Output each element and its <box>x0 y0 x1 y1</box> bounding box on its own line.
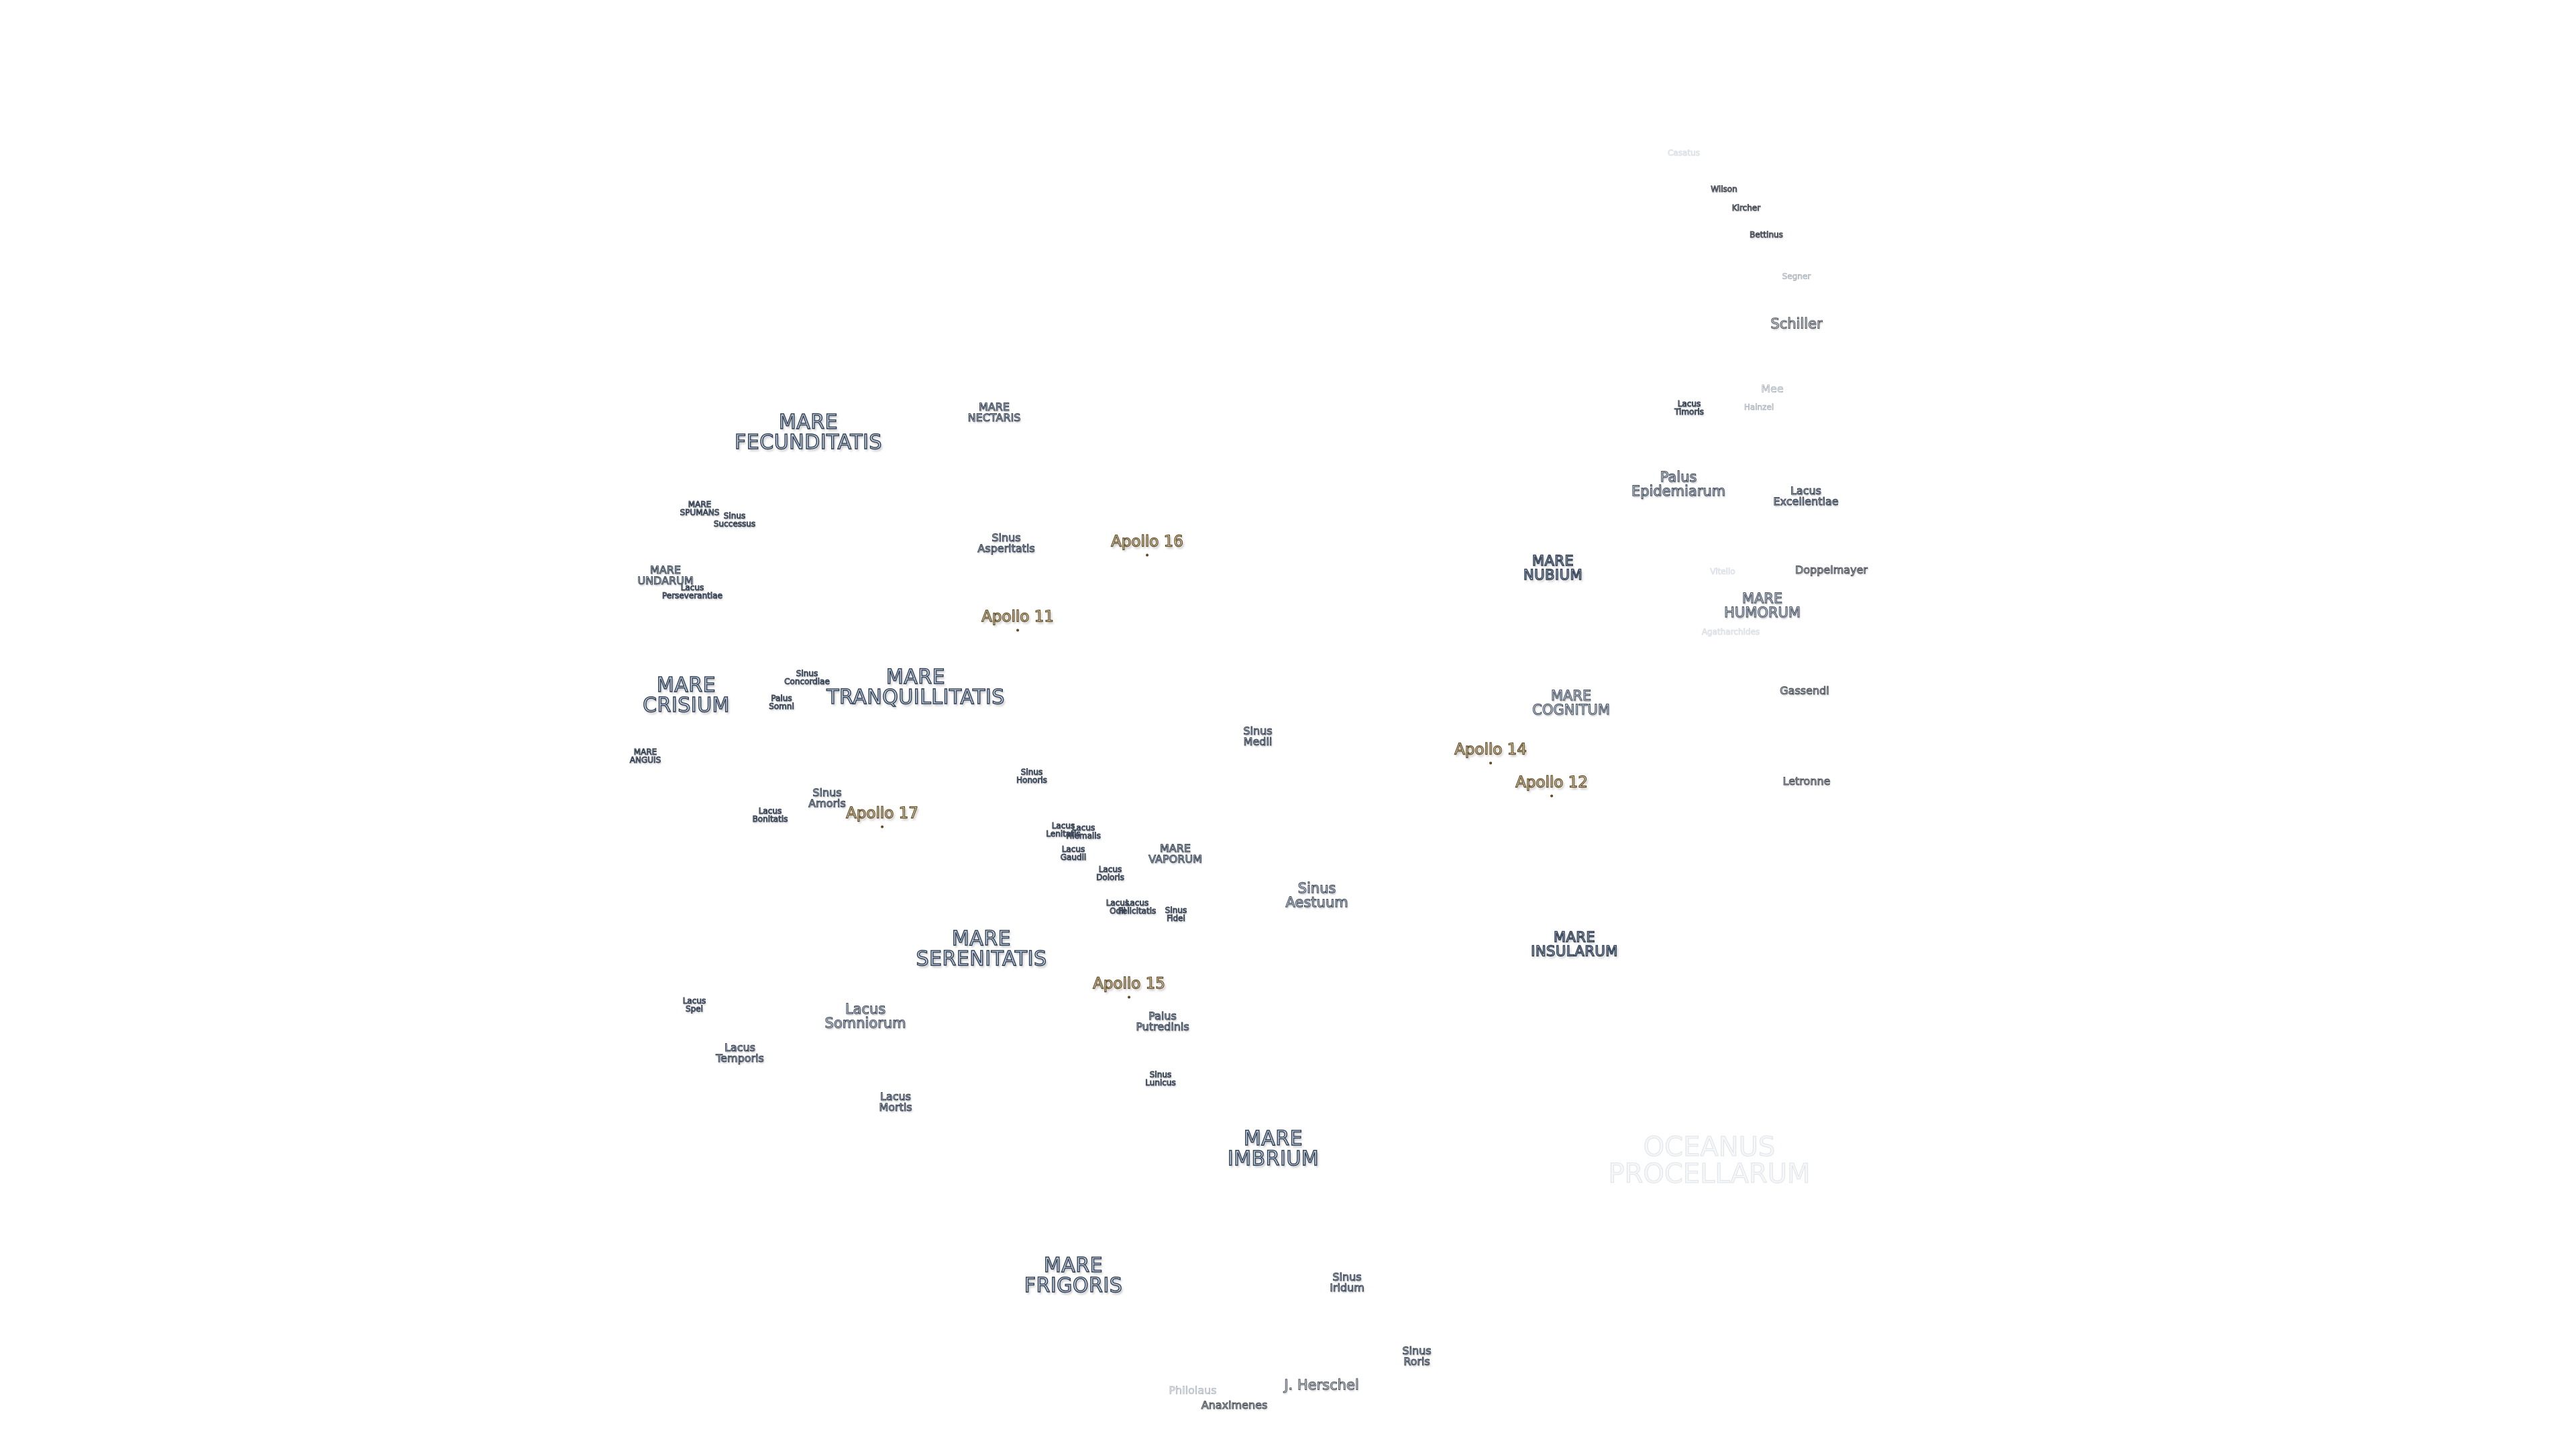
label-sinus-medii: Sinus Medii <box>1243 724 1273 748</box>
label-lacus-lenitatis: Lacus Lenitatis <box>1046 821 1081 839</box>
label-casatus: Casatus <box>1668 148 1701 158</box>
label-gassendi: Gassendi <box>1780 684 1829 697</box>
label-vitello: Vitello <box>1710 567 1735 576</box>
label-mare-spumans: MARE SPUMANS <box>680 500 720 517</box>
label-segner: Segner <box>1782 272 1811 281</box>
label-mare-insularum: MARE INSULARUM <box>1530 929 1618 959</box>
label-mare-anguis: MARE ANGUIS <box>629 747 661 765</box>
label-lacus-bonitatis: Lacus Bonitatis <box>752 806 788 824</box>
label-apollo-11: Apollo 11 <box>981 608 1055 632</box>
label-mare-frigoris: MARE FRIGORIS <box>1024 1254 1123 1297</box>
label-mare-nubium: MARE NUBIUM <box>1523 553 1583 583</box>
label-mare-humorum: MARE HUMORUM <box>1724 590 1801 621</box>
label-mare-serenitatis: MARE SERENITATIS <box>916 927 1047 971</box>
label-lacus-gaudii: Lacus Gaudii <box>1060 845 1087 862</box>
label-palus-epidemiarum: Palus Epidemiarum <box>1631 469 1726 499</box>
label-j-herschel: J. Herschel <box>1284 1377 1359 1393</box>
label-mare-cognitum: MARE COGNITUM <box>1532 688 1611 718</box>
label-lacus-somniorum: Lacus Somniorum <box>824 1001 906 1031</box>
label-sinus-amoris: Sinus Amoris <box>808 786 847 810</box>
label-sinus-iridum: Sinus Iridum <box>1330 1271 1365 1294</box>
label-lacus-odii: Lacus Odii <box>1106 898 1130 916</box>
label-sinus-asperitatis: Sinus Asperitatis <box>977 531 1035 555</box>
label-apollo-17: Apollo 17 <box>845 804 919 828</box>
label-philolaus: Philolaus <box>1169 1384 1217 1397</box>
label-kircher: Kircher <box>1731 203 1761 213</box>
label-lacus-mortis: Lacus Mortis <box>879 1090 912 1114</box>
label-mee: Mee <box>1761 382 1784 395</box>
label-bettinus: Bettinus <box>1750 230 1784 239</box>
label-anaximenes: Anaximenes <box>1201 1399 1268 1411</box>
label-sinus-successus: Sinus Successus <box>713 511 756 529</box>
label-apollo-15: Apollo 15 <box>1092 975 1166 999</box>
label-oceanus-procellarum: OCEANUS PROCELLARUM <box>1608 1132 1811 1189</box>
label-palus-putredinis: Palus Putredinis <box>1136 1010 1189 1033</box>
label-mare-nectaris: MARE NECTARIS <box>967 400 1021 424</box>
label-sinus-fidei: Sinus Fidei <box>1165 906 1187 923</box>
label-lacus-perseverantiae: Lacus Perseverantiae <box>662 583 723 600</box>
label-mare-vaporum: MARE VAPORUM <box>1148 842 1203 865</box>
label-letronne: Letronne <box>1782 775 1831 788</box>
label-mare-imbrium: MARE IMBRIUM <box>1227 1127 1320 1171</box>
label-doppelmayer: Doppelmayer <box>1795 564 1868 576</box>
label-lacus-doloris: Lacus Doloris <box>1096 865 1125 882</box>
label-apollo-12: Apollo 12 <box>1515 773 1589 798</box>
label-sinus-concordiae: Sinus Concordiae <box>784 669 830 686</box>
label-sinus-lunicus: Sinus Lunicus <box>1145 1070 1176 1087</box>
label-apollo-14: Apollo 14 <box>1454 741 1527 765</box>
label-hainzel: Hainzel <box>1743 402 1774 412</box>
label-mare-undarum: MARE UNDARUM <box>637 564 694 587</box>
label-mare-tranquillitatis: MARE TRANQUILLITATIS <box>826 665 1005 709</box>
label-mare-crisium: MARE CRISIUM <box>642 674 730 717</box>
label-schiller: Schiller <box>1770 315 1823 332</box>
label-lacus-hiemalis: Lacus Hiemalis <box>1066 823 1102 841</box>
label-agatharchides: Agatharchides <box>1701 627 1760 637</box>
label-lacus-spei: Lacus Spei <box>682 996 706 1014</box>
label-palus-somni: Palus Somni <box>769 694 795 711</box>
label-mare-fecunditatis: MARE FECUNDITATIS <box>734 411 882 454</box>
label-sinus-roris: Sinus Roris <box>1402 1344 1432 1368</box>
label-sinus-aestuum: Sinus Aestuum <box>1285 880 1348 910</box>
label-lacus-timoris: Lacus Timoris <box>1674 399 1705 417</box>
label-wilson: Wilson <box>1711 184 1737 194</box>
label-lacus-temporis: Lacus Temporis <box>716 1041 765 1065</box>
label-lacus-felicitatis: Lacus Felicitatis <box>1118 898 1157 916</box>
label-apollo-16: Apollo 16 <box>1110 533 1184 557</box>
label-sinus-honoris: Sinus Honoris <box>1016 767 1048 785</box>
label-lacus-excellentiae: Lacus Excellentiae <box>1773 484 1839 508</box>
